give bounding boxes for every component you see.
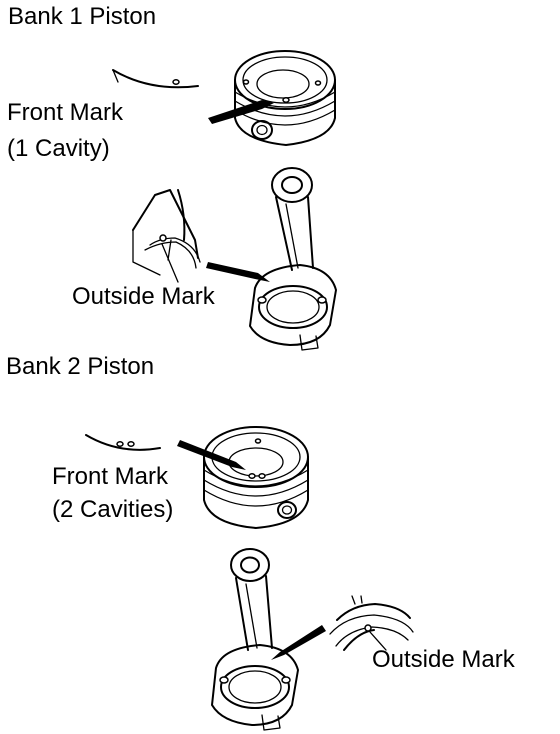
bank2-front-mark-arrow bbox=[177, 440, 246, 470]
bank2-connecting-rod-illustration bbox=[211, 548, 299, 731]
bank2-piston-illustration bbox=[203, 426, 309, 529]
bank1-outside-mark-arrow bbox=[206, 262, 270, 282]
bank1-front-mark-count: (1 Cavity) bbox=[7, 135, 110, 162]
bank1-rod-side-detail bbox=[132, 189, 201, 283]
bank1-front-mark-arrow bbox=[208, 100, 274, 124]
bank1-front-mark-label: Front Mark bbox=[7, 99, 124, 126]
bank2-outside-mark-label: Outside Mark bbox=[372, 646, 515, 673]
bank1-outside-mark-label: Outside Mark bbox=[72, 283, 215, 310]
bank1-connecting-rod-illustration bbox=[249, 167, 337, 351]
bank2-outside-mark-arrow bbox=[271, 625, 326, 660]
bank2-crown-detail bbox=[85, 434, 161, 451]
bank2-title: Bank 2 Piston bbox=[6, 353, 155, 380]
bank1-title: Bank 1 Piston bbox=[8, 3, 157, 30]
bank2-rod-side-detail bbox=[329, 595, 414, 651]
bank1-piston-illustration bbox=[234, 50, 336, 146]
bank2-front-mark-label: Front Mark bbox=[52, 463, 169, 490]
bank1-crown-detail bbox=[112, 69, 199, 89]
bank2-front-mark-count: (2 Cavities) bbox=[52, 496, 174, 523]
